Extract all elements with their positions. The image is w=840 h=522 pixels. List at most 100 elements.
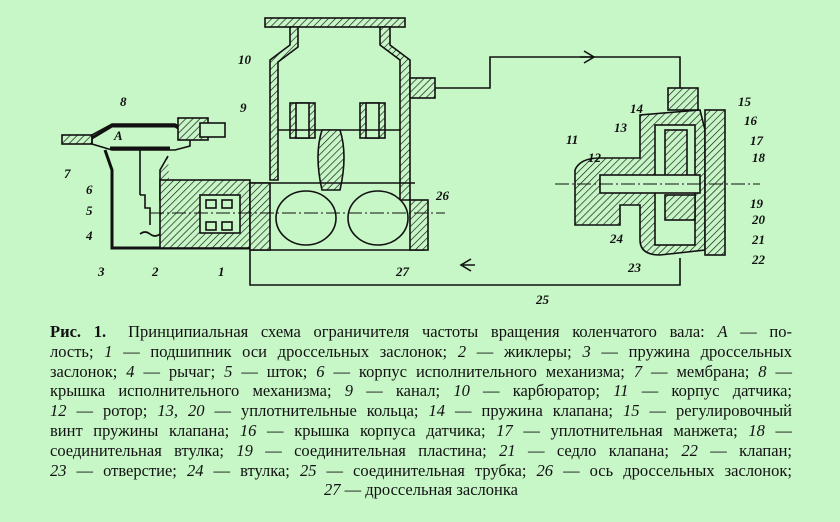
label-19: 19 [750,196,764,211]
tube-25 [249,250,681,286]
caption-segment: 24 [186,460,204,480]
caption-segment: 12 [50,401,67,421]
tube-upper [435,56,681,89]
label-6: 6 [86,182,93,197]
caption-segment: 11 [613,381,629,401]
caption-segment: 4 [126,361,135,381]
caption-segment: 9 [344,381,353,401]
caption-segment: — соединительная пластина; [252,440,500,460]
caption-line: соединительная втулка; 19 — соединительн… [50,441,792,461]
caption-segment: — корпус исполнительного механизма; [324,361,634,381]
caption-segment: 10 [453,381,470,401]
caption-segment: — ротор; [66,401,158,421]
label-25: 25 [535,292,550,307]
caption-segment: — мембрана; [642,361,759,381]
caption-segment: — по- [727,322,792,341]
caption-segment: — крышка корпуса датчика; [256,420,497,440]
caption-segment: 3 [582,341,591,361]
caption-segment: — корпус датчика; [628,381,792,401]
caption-segment: — клапан; [697,440,792,460]
caption-segment: — уплотнительная манжета; [512,420,749,440]
label-A: A [113,128,123,143]
label-12: 12 [588,150,602,165]
caption-segment: — ось дроссельных заслонок; [553,460,792,480]
label-15: 15 [738,94,752,109]
label-13: 13 [614,120,628,135]
caption-segment: винт пружины клапана; [50,420,240,440]
caption-segment: — седло клапана; [515,440,682,460]
caption-segment: — рычаг; [134,361,225,381]
caption-segment: 8 [758,361,767,381]
label-1: 1 [218,264,225,279]
label-8: 8 [120,94,127,109]
caption-segment: — пружина дроссельных [590,341,793,361]
label-11: 11 [566,132,578,147]
caption-segment: — [764,420,793,440]
limiter-schematic: A 8 7 6 5 4 3 2 1 9 10 26 27 25 11 12 13… [61,17,766,307]
caption-segment: 17 [496,420,513,440]
caption-segment: 7 [633,361,643,381]
caption-segment: — подшипник оси дроссельных заслонок; [112,341,458,361]
caption-segment: 2 [457,341,467,361]
caption-segment: — уплотнительные кольца; [204,401,429,421]
flow-arrow-right [580,50,596,64]
caption-segment: 15 [623,401,640,421]
label-17: 17 [750,133,764,148]
caption-segment: А [717,322,728,341]
caption-segment: 23 [50,460,67,480]
caption-segment: 19 [236,440,253,460]
caption-segment: Рис. 1. [50,322,107,341]
caption-segment: 6 [316,361,325,381]
caption-line: Рис. 1.Принципиальная схема ограничителя… [50,322,792,342]
label-16: 16 [744,113,758,128]
label-3: 3 [97,264,105,279]
label-22: 22 [751,252,766,267]
caption-line: 27 — дроссельная заслонка [50,480,792,500]
label-18: 18 [752,150,766,165]
caption-segment: 14 [428,401,445,421]
caption-segment: — втулка; [203,460,300,480]
caption-segment: — отверстие; [66,460,187,480]
caption-segment: 25 [299,460,317,480]
label-2: 2 [151,264,159,279]
actuator [61,117,251,250]
caption-segment: 18 [748,420,765,440]
label-4: 4 [85,228,93,243]
label-7: 7 [64,166,71,181]
label-21: 21 [751,232,765,247]
caption-segment: — [766,361,792,381]
caption-segment: — соединительная трубка; [316,460,537,480]
label-10: 10 [238,52,252,67]
caption-line: лость; 1 — подшипник оси дроссельных зас… [50,342,792,362]
caption-segment: 1 [104,341,113,361]
caption-segment: — дроссельная заслонка [340,480,518,500]
label-5: 5 [86,203,93,218]
caption-line: 12 — ротор; 13, 20 — уплотнительные коль… [50,401,792,421]
label-26: 26 [435,188,450,203]
caption-line: 23 — отверстие; 24 — втулка; 25 — соедин… [50,461,792,481]
figure-caption: Рис. 1.Принципиальная схема ограничителя… [50,322,792,500]
label-23: 23 [627,260,642,275]
label-27: 27 [395,264,410,279]
sensor [555,87,760,256]
label-9: 9 [240,100,247,115]
caption-segment: — пружина клапана; [444,401,624,421]
caption-segment: 16 [239,420,257,440]
caption-segment: 5 [224,361,233,381]
caption-line: винт пружины клапана; 16 — крышка корпус… [50,421,792,441]
caption-segment: 26 [536,460,554,480]
label-24: 24 [609,231,624,246]
carburetor [150,17,445,251]
caption-segment: — карбюратор; [469,381,614,401]
caption-segment: лость; [50,341,105,361]
caption-segment: 22 [681,440,698,460]
caption-segment: 21 [499,440,516,460]
callout-labels: A 8 7 6 5 4 3 2 1 9 10 26 27 25 11 12 13… [64,52,766,307]
caption-segment: 27 [324,480,341,500]
caption-segment: 13, 20 [157,401,205,421]
caption-segment: — регулировочный [639,401,792,421]
caption-segment: — канал; [352,381,454,401]
caption-segment: — жиклеры; [466,341,583,361]
caption-line: заслонок; 4 — рычаг; 5 — шток; 6 — корпу… [50,362,792,382]
caption-segment: заслонок; [50,361,127,381]
